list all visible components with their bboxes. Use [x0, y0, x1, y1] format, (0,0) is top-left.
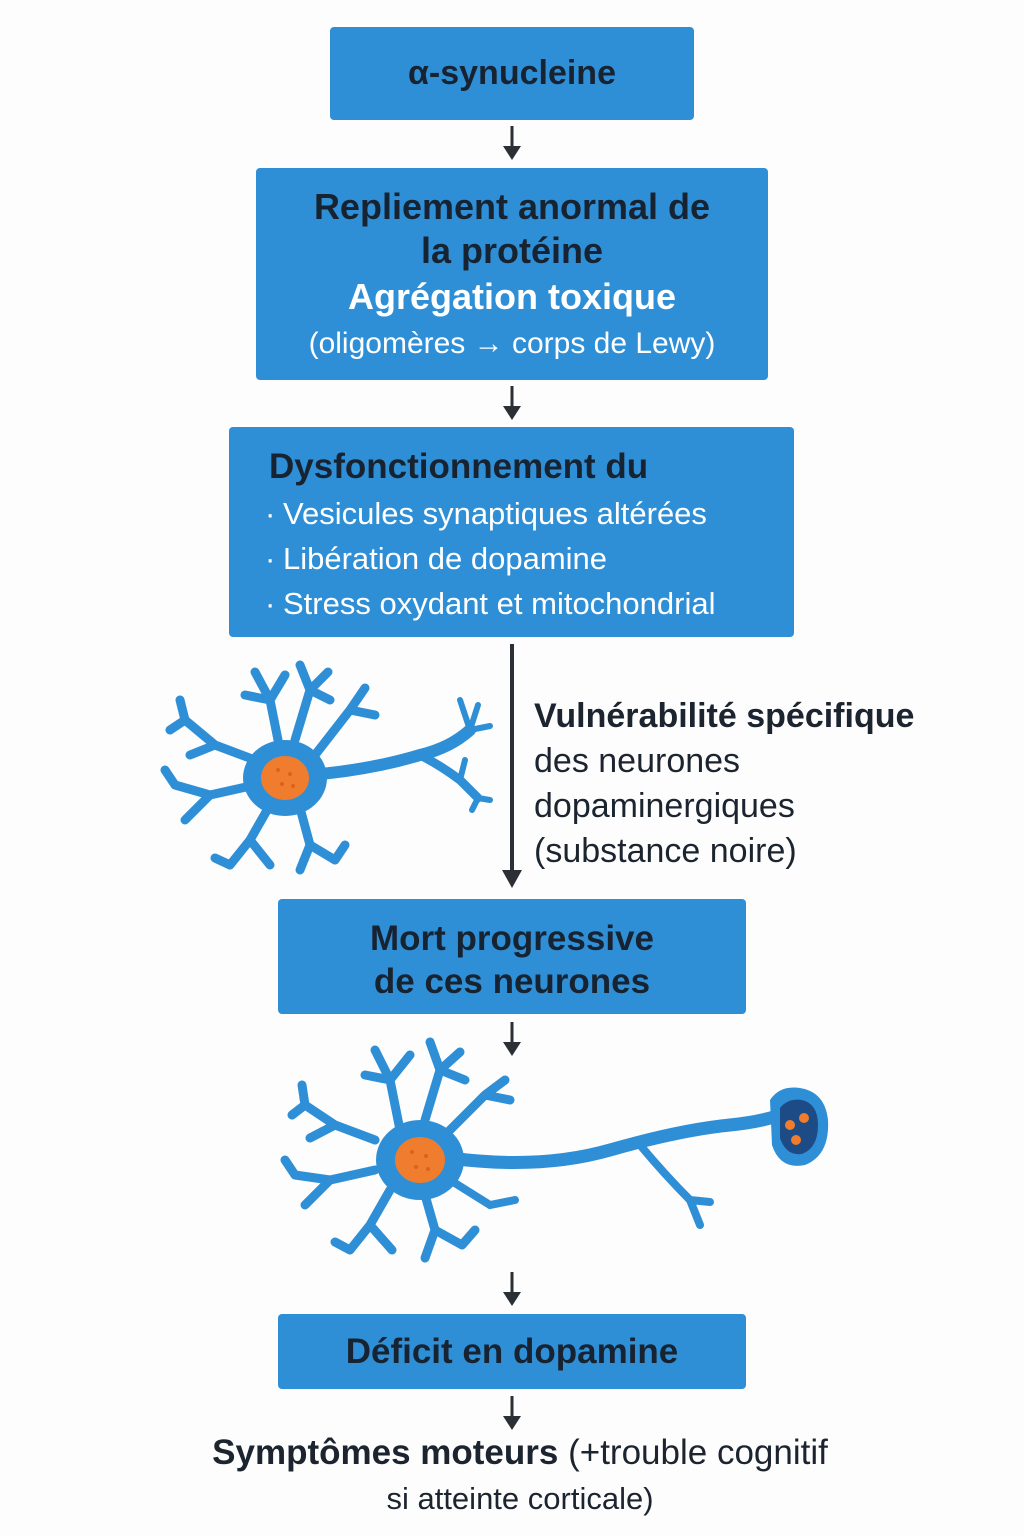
motor-symptoms-label: Symptômes moteurs	[212, 1433, 559, 1472]
down-arrow-icon	[502, 644, 522, 888]
down-arrow-icon	[503, 1022, 521, 1056]
vulnerability-line2: des neurones	[534, 742, 741, 780]
aggregation-label: Agrégation toxique	[347, 276, 676, 317]
alpha-synuclein-box: α-synucleine	[330, 27, 694, 120]
dysfunction-box: Dysfonctionnement du ·Vesicules synaptiq…	[229, 427, 794, 637]
vulnerability-line3: dopaminergiques	[534, 787, 795, 825]
oligomers-label: (oligomères → corps de Lewy)	[308, 327, 716, 360]
motor-symptoms-text: Symptômes moteurs (+trouble cognitif si …	[150, 1430, 890, 1522]
cortical-note: si atteinte corticale)	[386, 1481, 654, 1516]
neuron-icon	[160, 660, 493, 875]
misfolding-line1: Repliement anormal de	[313, 186, 711, 227]
dopamine-deficit-box: Déficit en dopamine	[278, 1314, 746, 1389]
cognitive-note: (+trouble cognitif	[568, 1433, 828, 1472]
dysfunction-list: ·Vesicules synaptiques altérées ·Libérat…	[265, 491, 794, 626]
vulnerability-note: Vulnérabilité spécifique des neurones do…	[534, 694, 1004, 874]
dysfunction-item: ·Libération de dopamine	[265, 541, 608, 576]
dopamine-deficit-label: Déficit en dopamine	[345, 1332, 679, 1371]
neuron-death-box: Mort progressive de ces neurones	[278, 899, 746, 1014]
motor-symptoms-row: Symptômes moteurs (+trouble cognitif	[150, 1430, 890, 1476]
dysfunction-title: Dysfonctionnement du	[269, 447, 649, 486]
misfolding-line2: la protéine	[420, 230, 604, 271]
neuron-with-terminal-icon	[280, 1037, 829, 1263]
down-arrow-icon	[503, 1396, 521, 1430]
vulnerability-line4: (substance noire)	[534, 832, 797, 870]
misfolding-box: Repliement anormal de la protéine Agréga…	[256, 168, 768, 380]
vulnerability-line1: Vulnérabilité spécifique	[534, 697, 915, 735]
neuron-death-line1: Mort progressive	[370, 919, 654, 958]
down-arrow-icon	[503, 126, 521, 160]
down-arrow-icon	[503, 1272, 521, 1306]
alpha-synuclein-label: α-synucleine	[408, 54, 616, 92]
down-arrow-icon	[503, 386, 521, 420]
dysfunction-item: ·Stress oxydant et mitochondrial	[265, 586, 716, 621]
neuron-death-line2: de ces neurones	[373, 962, 651, 1001]
dysfunction-item: ·Vesicules synaptiques altérées	[265, 496, 707, 531]
